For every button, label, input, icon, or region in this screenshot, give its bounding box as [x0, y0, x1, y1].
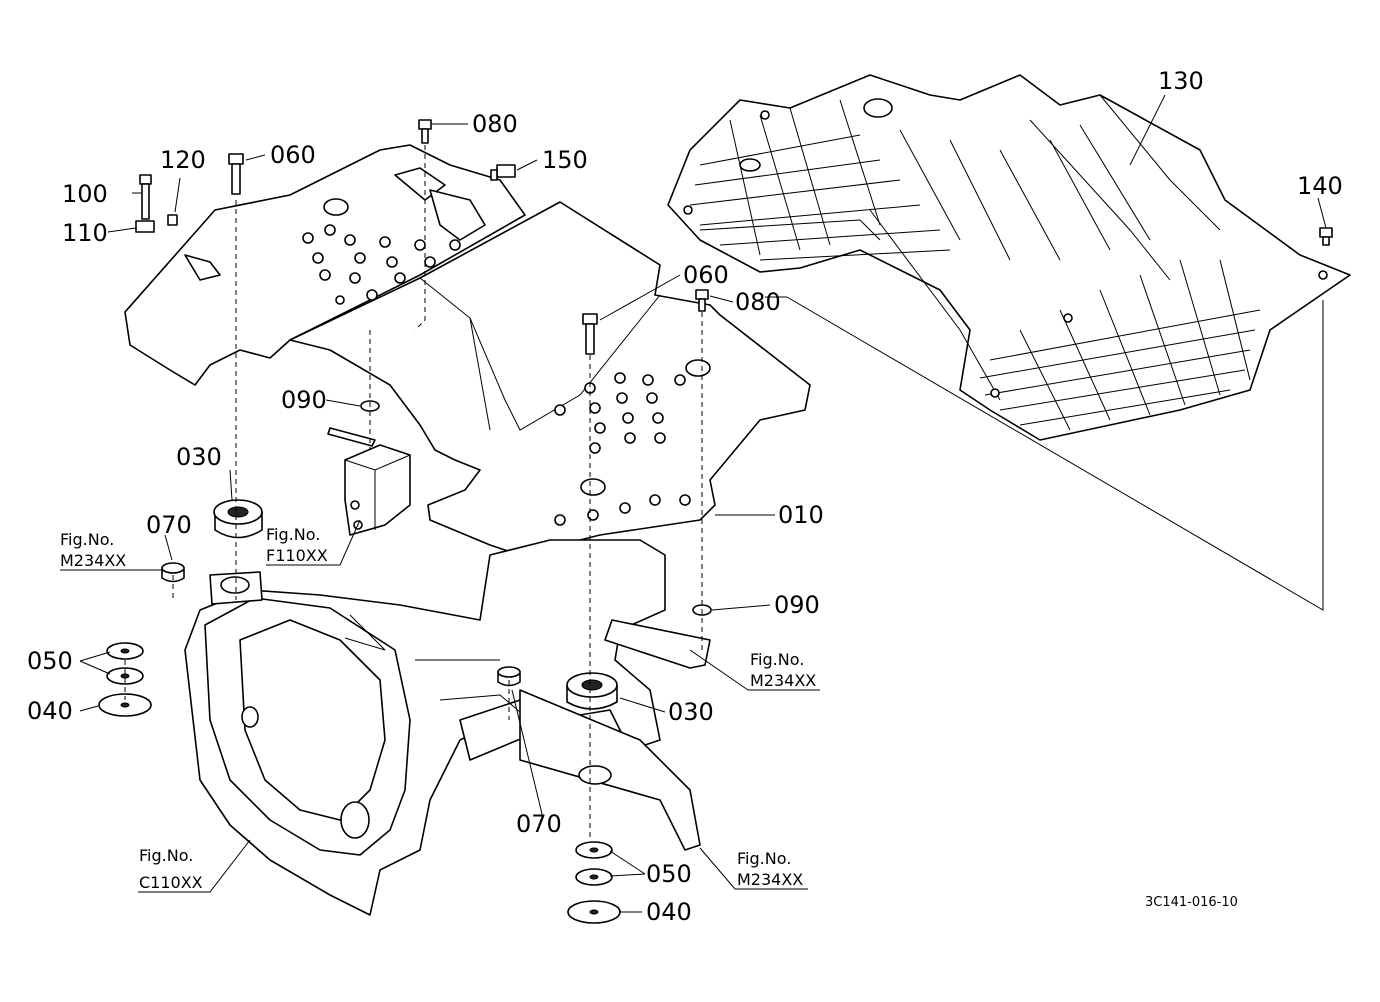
label-040-left: 040	[27, 697, 73, 725]
fig-ref-prefix-f110: Fig.No.	[266, 525, 320, 544]
bolt-080-right	[695, 289, 709, 312]
fig-ref-c110: C110XX	[139, 873, 203, 892]
rubber-mount-030-left	[213, 499, 263, 539]
fig-ref-prefix-m234-right-bottom: Fig.No.	[737, 849, 791, 868]
label-070-left: 070	[146, 511, 192, 539]
transmission-housing	[184, 539, 711, 916]
bolt-080-top	[418, 119, 432, 144]
nut-110	[135, 220, 155, 233]
label-080-right: 080	[735, 288, 781, 316]
label-060-left: 060	[270, 141, 316, 169]
label-060-right: 060	[683, 261, 729, 289]
label-110: 110	[62, 219, 108, 247]
label-070-right: 070	[516, 810, 562, 838]
bolt-060-right	[582, 313, 598, 355]
clip-140	[1319, 227, 1333, 246]
label-030-left: 030	[176, 443, 222, 471]
washer-set-right	[567, 841, 621, 924]
label-090-right: 090	[774, 591, 820, 619]
label-120: 120	[160, 146, 206, 174]
bolt-060-left	[228, 153, 244, 195]
fig-ref-m234-right-bottom: M234XX	[737, 870, 803, 889]
label-150: 150	[542, 146, 588, 174]
floor-mat-130	[667, 74, 1351, 441]
left-floor-plate	[124, 144, 526, 386]
fig-ref-f110: F110XX	[266, 546, 328, 565]
collar-070-left	[161, 562, 185, 583]
fig-ref-prefix-c110: Fig.No.	[139, 846, 193, 865]
fig-ref-m234-right-top: M234XX	[750, 671, 816, 690]
label-010: 010	[778, 501, 824, 529]
bracket-f110	[327, 427, 411, 536]
fig-ref-prefix-m234-right-top: Fig.No.	[750, 650, 804, 669]
label-100: 100	[62, 180, 108, 208]
label-140: 140	[1297, 172, 1343, 200]
fig-ref-prefix-m234-left: Fig.No.	[60, 530, 114, 549]
collar-070-right	[497, 666, 521, 687]
label-130: 130	[1158, 67, 1204, 95]
washer-set-left	[98, 642, 152, 717]
bolt-100	[139, 174, 152, 220]
label-040-right: 040	[646, 898, 692, 926]
mat-grid-upper	[689, 99, 1151, 261]
label-050-right: 050	[646, 860, 692, 888]
label-030-right: 030	[668, 698, 714, 726]
pin-120	[167, 214, 178, 226]
label-080-top: 080	[472, 110, 518, 138]
mat-grid-lower	[979, 259, 1261, 431]
label-090-left: 090	[281, 386, 327, 414]
label-050-left: 050	[27, 647, 73, 675]
sensor-150	[490, 164, 516, 181]
center-floor-plate-010	[289, 201, 811, 556]
rubber-mount-030-right	[566, 672, 618, 710]
fig-ref-m234-left: M234XX	[60, 551, 126, 570]
leader-lines	[60, 94, 1327, 913]
drawing-code: 3C141-016-10	[1145, 895, 1238, 910]
